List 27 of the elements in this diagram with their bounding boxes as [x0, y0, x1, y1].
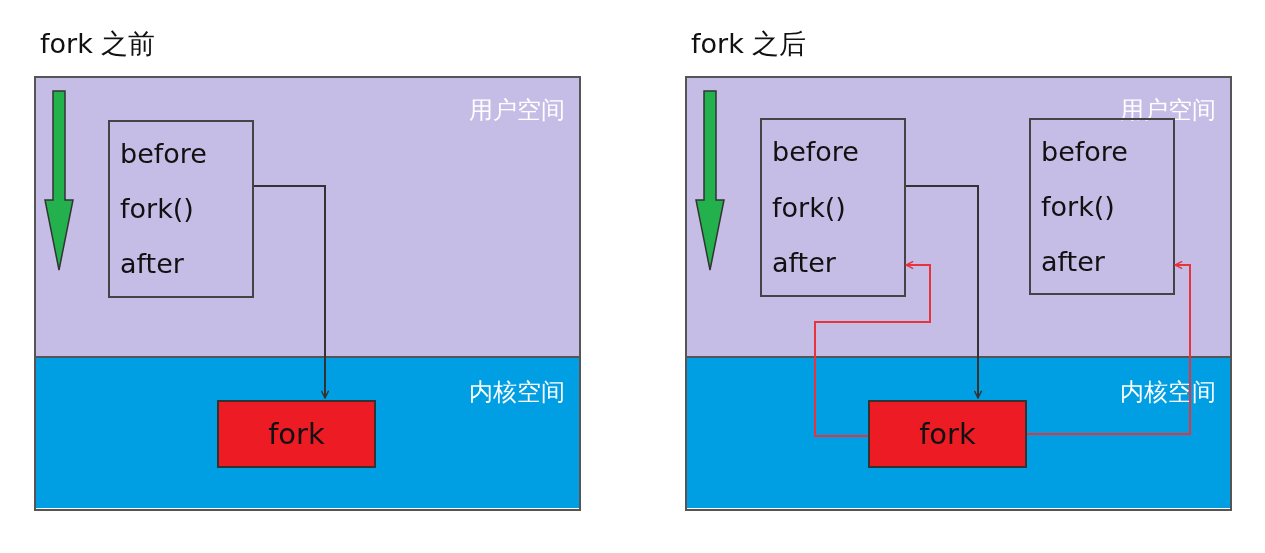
code-line: fork() [120, 194, 195, 224]
arrow [1026, 260, 1191, 435]
kernel-space-band [36, 356, 579, 508]
arrow [905, 185, 983, 399]
space-label: 内核空间 [469, 377, 565, 408]
syscall-label: fork [919, 417, 976, 451]
space-label: 用户空间 [469, 95, 565, 126]
code-box [108, 120, 254, 298]
kernel-space-band [687, 356, 1230, 508]
arrow [814, 260, 931, 437]
code-line: fork() [1041, 191, 1116, 222]
syscall-box [868, 400, 1027, 468]
code-line: before [772, 137, 860, 167]
user-space-band [36, 78, 579, 356]
code-line: after [1041, 246, 1106, 277]
code-line: after [772, 248, 837, 278]
user-space-band [687, 78, 1230, 356]
syscall-label: fork [268, 417, 325, 451]
code-line: after [120, 249, 185, 280]
code-line: fork() [772, 192, 847, 223]
panel-title: fork 之后 [691, 27, 807, 61]
syscall-box [217, 400, 376, 468]
arrow [253, 185, 330, 399]
code-box [760, 118, 906, 297]
code-line: before [120, 138, 208, 169]
panel-title: fork 之前 [40, 27, 156, 61]
code-line: before [1041, 136, 1129, 167]
